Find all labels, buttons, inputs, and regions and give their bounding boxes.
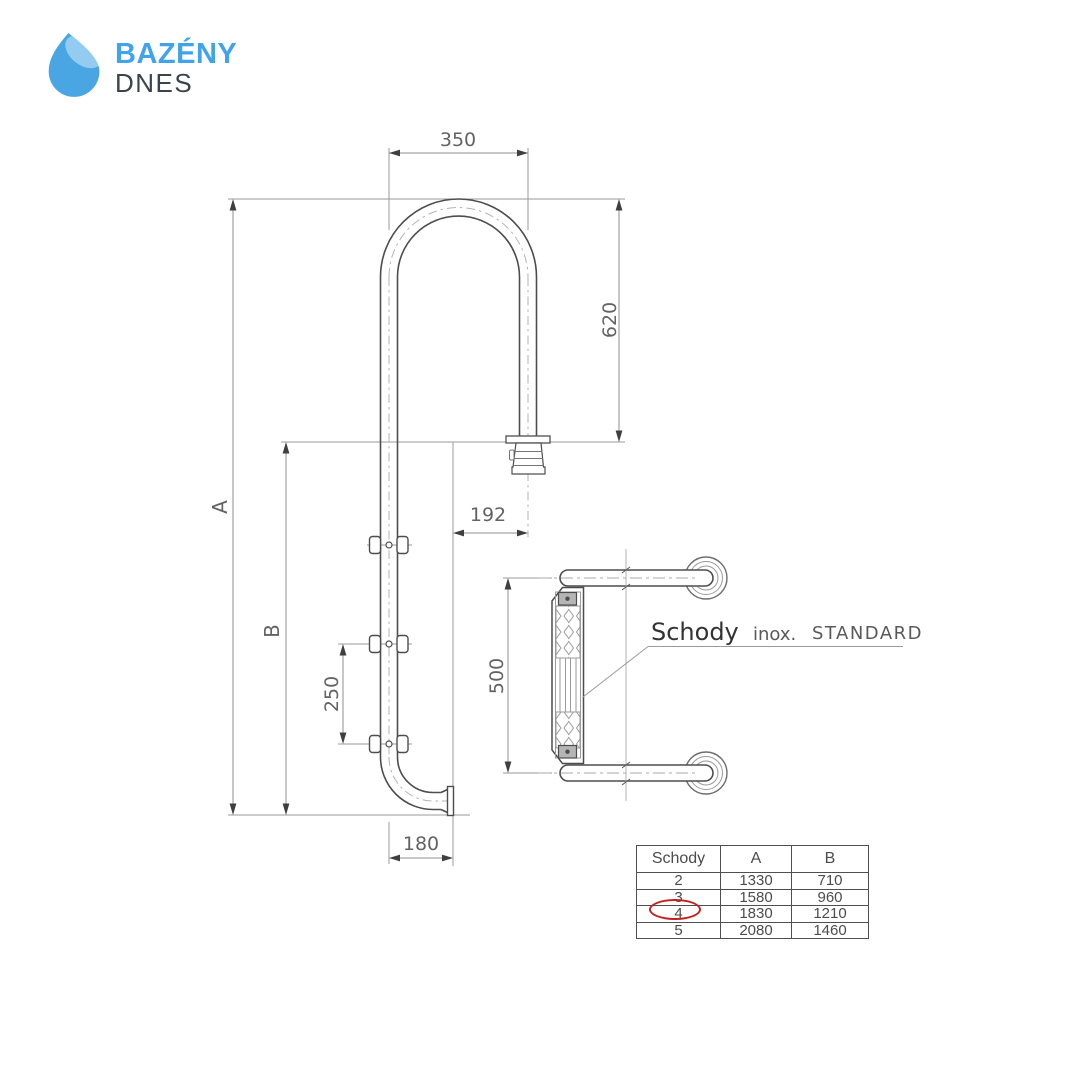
- foot-end-cap: [446, 785, 455, 817]
- cell-b: 1210: [791, 905, 869, 923]
- brand-subtitle: DNES: [115, 68, 194, 98]
- dim-overall-length: A: [208, 500, 232, 514]
- table-row: 2 1330 710: [636, 872, 869, 890]
- anchor-socket: [505, 435, 551, 475]
- cell-a: 1580: [720, 888, 792, 906]
- cell-steps: 5: [636, 921, 721, 939]
- product-label: Schody inox. STANDARD: [582, 618, 923, 698]
- cell-b: 1460: [791, 921, 869, 939]
- col-header-b: B: [791, 845, 869, 873]
- water-droplet-icon: [48, 33, 100, 97]
- step-mount-1: [367, 535, 412, 555]
- brand-logo: BAZÉNY DNES: [44, 30, 237, 98]
- tread-grip-pattern-bottom: [555, 711, 581, 749]
- label-series: STANDARD: [812, 623, 923, 644]
- cell-b: 960: [791, 888, 869, 906]
- table-row: 5 2080 1460: [636, 921, 869, 939]
- col-header-a: A: [720, 845, 792, 873]
- cell-b: 710: [791, 872, 869, 890]
- dim-foot-reach: 180: [403, 833, 439, 855]
- dimension-arrows: [229, 149, 623, 862]
- highlighted-size-ellipse: [649, 899, 701, 920]
- ladder-side-view: [367, 198, 551, 817]
- cell-steps: 2: [636, 872, 721, 890]
- col-header-schody: Schody: [636, 845, 721, 873]
- tread-grip-pattern-top: [555, 605, 581, 659]
- dim-top-width: 350: [440, 129, 476, 151]
- dim-right-drop: 620: [599, 302, 621, 338]
- step-mount-3: [367, 734, 412, 754]
- tube-centerlines: [538, 577, 699, 774]
- label-product-name: Schody: [651, 618, 739, 646]
- dim-lower-length: B: [260, 624, 284, 638]
- tread-bolt-bottom: [557, 744, 578, 759]
- cell-a: 1330: [720, 872, 792, 890]
- tread-bolt-top: [557, 591, 578, 606]
- cell-a: 2080: [720, 921, 792, 939]
- centerline-ticks: [621, 566, 631, 786]
- cell-a: 1830: [720, 905, 792, 923]
- dimension-lines: [232, 152, 620, 859]
- tread-slats: [556, 657, 580, 713]
- table-header-row: Schody A B: [636, 845, 869, 873]
- step-mount-2: [367, 634, 412, 654]
- label-material: inox.: [753, 624, 796, 645]
- size-table: Schody A B 2 1330 710 3 1580 960 4 1830 …: [636, 845, 869, 939]
- brand-name: BAZÉNY: [115, 38, 238, 70]
- dimensions: 350 620 192 A B 250 180 500: [208, 129, 623, 862]
- step-front-view: [538, 549, 728, 801]
- dim-step-width: 500: [486, 658, 508, 694]
- centerlines: [388, 207, 529, 802]
- handrail-tube: [379, 198, 538, 814]
- dim-anchor-offset: 192: [470, 504, 506, 526]
- dim-step-spacing: 250: [321, 676, 343, 712]
